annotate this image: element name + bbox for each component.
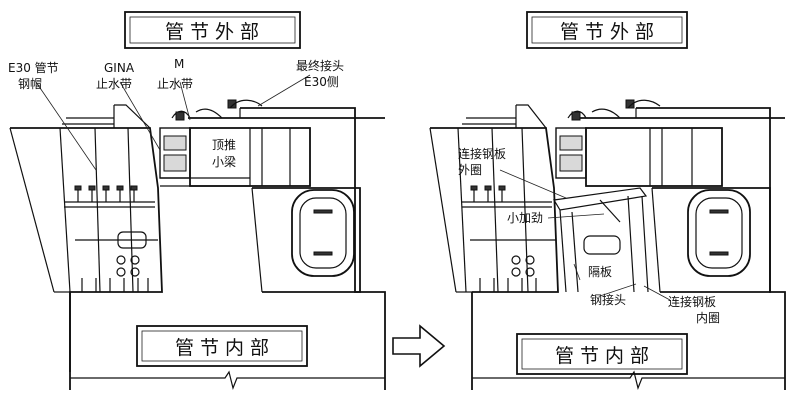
right-top-title: 管 节 外 部 <box>560 21 654 43</box>
right-arrow-icon <box>392 324 446 368</box>
left-bolts-top <box>74 185 138 202</box>
label-diaphragm: 隔板 <box>588 265 612 279</box>
label-final-joint-line2: E30侧 <box>304 75 339 89</box>
label-outer-plate-line2: 外圈 <box>458 163 482 177</box>
left-tunnel-section <box>9 74 386 390</box>
label-m-line1: M <box>174 57 184 71</box>
left-panel: 管 节 外 部 <box>8 11 386 390</box>
left-labels: E30 管节 钢帽 GINA 止水带 M 止水带 最终接头 E30侧 顶推 小梁 <box>8 57 344 169</box>
label-push-beam-line2: 小梁 <box>212 154 236 169</box>
right-tunnel-section <box>429 99 786 390</box>
right-bolts-bottom <box>479 278 537 292</box>
right-bolts-top <box>470 185 506 202</box>
label-steel-joint: 钢接头 <box>590 292 626 307</box>
left-top-title: 管 节 外 部 <box>165 21 259 43</box>
right-panel: 管 节 外 部 <box>429 11 786 390</box>
label-inner-plate-line1: 连接钢板 <box>668 294 716 309</box>
left-bottom-title: 管 节 内 部 <box>175 337 269 359</box>
label-e30-cap-line1: E30 管节 <box>8 60 59 75</box>
label-push-beam-line1: 顶推 <box>212 138 236 152</box>
left-top-title-box: 管 节 外 部 <box>124 11 301 49</box>
left-bolts-bottom <box>81 278 149 292</box>
label-gina-line1: GINA <box>104 61 135 75</box>
right-top-title-box: 管 节 外 部 <box>526 11 688 49</box>
right-bottom-title: 管 节 内 部 <box>555 345 649 367</box>
left-bottom-title-box: 管 节 内 部 <box>136 325 308 367</box>
label-gina-line2: 止水带 <box>96 77 132 91</box>
label-m-line2: 止水带 <box>157 77 193 91</box>
right-labels: 连接钢板 外圈 小加劲 隔板 钢接头 连接钢板 内圈 <box>458 146 720 325</box>
label-final-joint-line1: 最终接头 <box>296 58 344 73</box>
label-stiffener: 小加劲 <box>507 211 543 225</box>
label-e30-cap-line2: 钢帽 <box>18 76 42 91</box>
label-outer-plate-line1: 连接钢板 <box>458 146 506 161</box>
label-inner-plate-line2: 内圈 <box>696 311 720 325</box>
right-bottom-title-box: 管 节 内 部 <box>516 333 688 375</box>
